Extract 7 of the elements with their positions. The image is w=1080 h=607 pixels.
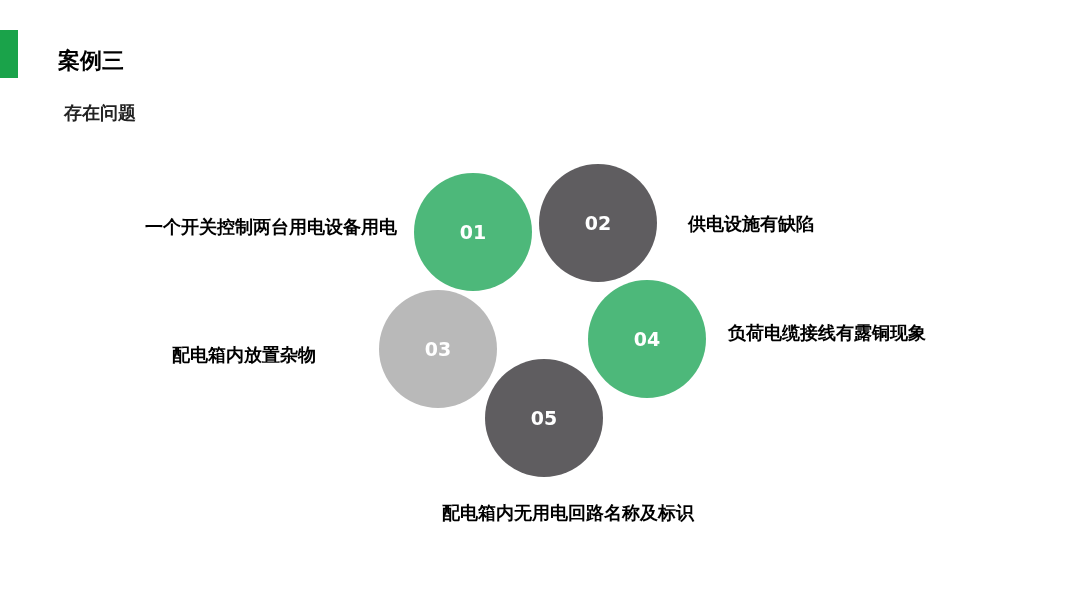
subtitle: 存在问题 <box>64 104 136 122</box>
description-text: 配电箱内无用电回路名称及标识 <box>442 501 694 525</box>
description-text: 一个开关控制两台用电设备用电 <box>145 215 397 239</box>
description-text: 供电设施有缺陷 <box>688 212 814 236</box>
title: 案例三 <box>58 50 124 72</box>
description-text: 配电箱内放置杂物 <box>172 343 316 367</box>
description-text: 负荷电缆接线有露铜现象 <box>728 321 926 345</box>
